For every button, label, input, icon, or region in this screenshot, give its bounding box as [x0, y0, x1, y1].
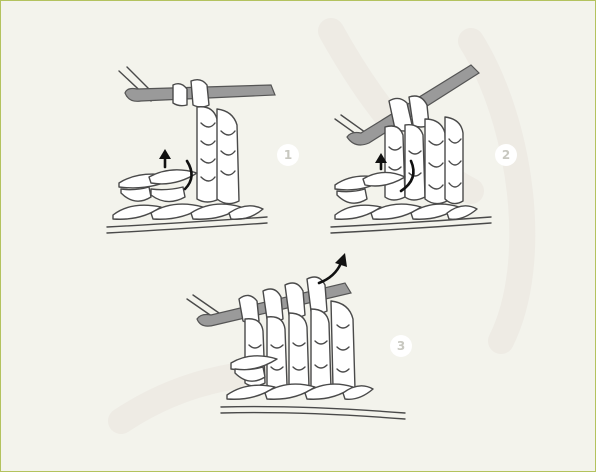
step-1-illustration [107, 67, 275, 233]
step-2-number: 2 [502, 148, 510, 162]
step-1-number: 1 [284, 148, 292, 162]
step-3-badge: 3 [390, 335, 412, 357]
step-2-badge: 2 [495, 144, 517, 166]
step-3-illustration [187, 253, 405, 419]
step-1-badge: 1 [277, 144, 299, 166]
step-3-number: 3 [397, 339, 405, 353]
